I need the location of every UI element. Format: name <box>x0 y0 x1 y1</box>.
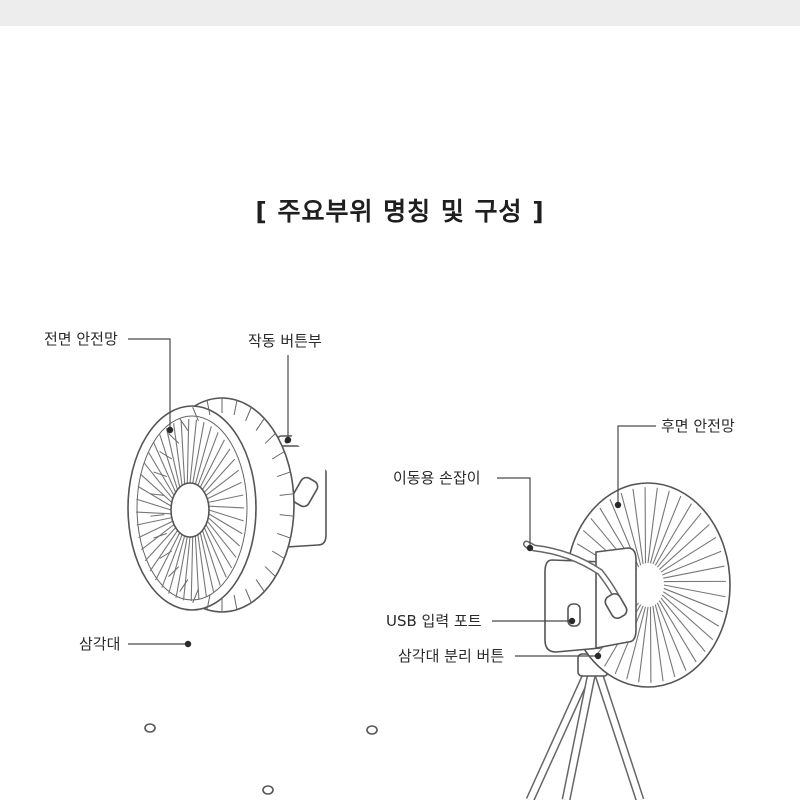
rear-view-fan <box>523 482 731 800</box>
top-strip <box>0 0 800 26</box>
label-carry-handle: 이동용 손잡이 <box>393 469 481 487</box>
front-rim-ribs <box>150 398 294 612</box>
front-guard-grille <box>135 419 245 601</box>
label-control-buttons: 작동 버튼부 <box>248 332 322 350</box>
motor-housing-rear <box>523 540 637 653</box>
callout-lines <box>128 338 656 660</box>
label-usb-port: USB 입력 포트 <box>386 612 482 630</box>
front-fan-head <box>127 397 295 613</box>
label-front-guard: 전면 안전망 <box>44 330 118 348</box>
label-tripod: 삼각대 <box>79 635 121 653</box>
label-tripod-release: 삼각대 분리 버튼 <box>398 647 505 665</box>
tripod-legs-rear <box>525 653 645 800</box>
front-view-fan <box>127 397 378 795</box>
diagram-title: [ 주요부위 명칭 및 구성 ] <box>255 197 545 226</box>
label-rear-guard: 후면 안전망 <box>661 417 735 435</box>
